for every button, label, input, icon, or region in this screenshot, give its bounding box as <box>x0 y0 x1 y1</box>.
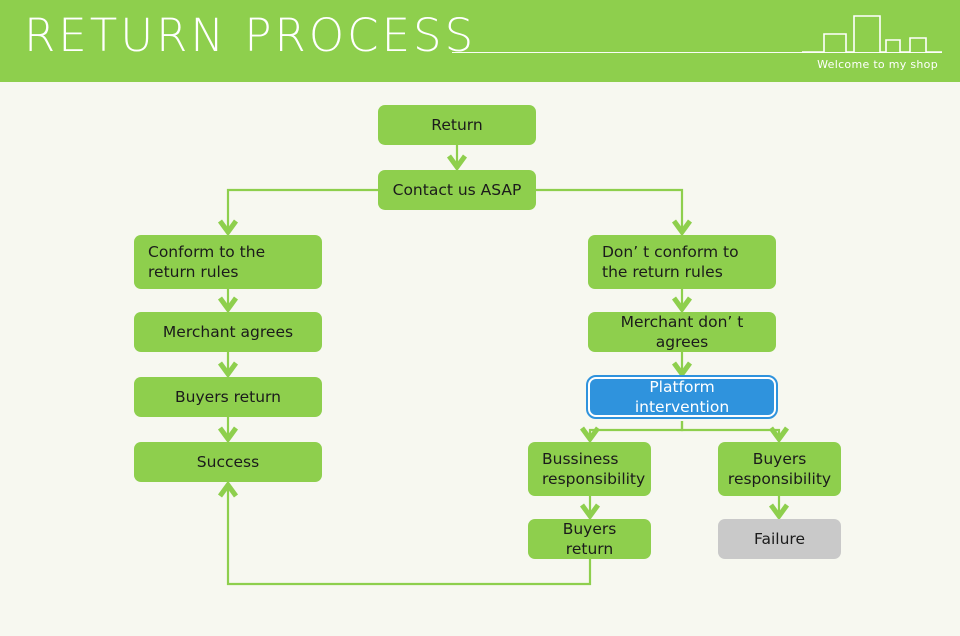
header-divider-rule <box>452 52 942 53</box>
arrowhead-loop-to-success <box>217 480 239 498</box>
arrowhead-return-to-contact <box>446 154 468 172</box>
edge-buyers-return-loop-to-success <box>226 486 592 586</box>
arrowhead-conform-to-merchant-agrees <box>217 296 239 314</box>
node-conform-to-return-rules[interactable]: Conform to the return rules <box>134 235 322 289</box>
city-skyline-icon <box>802 15 942 53</box>
page-header: RETURN PROCESS Welcome to my shop <box>0 0 960 82</box>
arrowhead-contact-to-dont-conform <box>671 219 693 237</box>
arrowhead-platform-to-business-resp <box>579 426 601 444</box>
arrowhead-dont-conform-to-merchant-dont <box>671 296 693 314</box>
node-platform-intervention[interactable]: Platform intervention <box>586 375 778 419</box>
node-buyers-return-right[interactable]: Buyers return <box>528 519 651 559</box>
edge-platform-to-buyers-resp <box>680 421 781 438</box>
edge-contact-to-dont-conform <box>536 188 684 231</box>
arrowhead-merchant-dont-to-platform <box>671 361 693 379</box>
node-contact-us-asap[interactable]: Contact us ASAP <box>378 170 536 210</box>
node-return[interactable]: Return <box>378 105 536 145</box>
flowchart-canvas: Return Contact us ASAP Conform to the re… <box>0 82 960 636</box>
node-buyers-return-left[interactable]: Buyers return <box>134 377 322 417</box>
node-dont-conform-to-return-rules[interactable]: Don’ t conform to the return rules <box>588 235 776 289</box>
edge-contact-to-conform <box>226 188 378 231</box>
flowchart-connectors <box>217 145 790 586</box>
arrowhead-platform-to-buyers-resp <box>768 426 790 444</box>
arrowhead-merchant-agrees-to-buyers-return <box>217 361 239 379</box>
edge-platform-to-business-resp <box>588 421 684 438</box>
node-bussiness-responsibility[interactable]: Bussiness responsibility <box>528 442 651 496</box>
arrowhead-buyers-return-to-success <box>217 426 239 444</box>
node-buyers-responsibility[interactable]: Buyers responsibility <box>718 442 841 496</box>
node-merchant-dont-agrees[interactable]: Merchant don’ t agrees <box>588 312 776 352</box>
header-tagline: Welcome to my shop <box>817 58 938 71</box>
arrowhead-contact-to-conform <box>217 219 239 237</box>
arrowhead-business-resp-to-buyers-return <box>579 503 601 521</box>
node-success[interactable]: Success <box>134 442 322 482</box>
page-title: RETURN PROCESS <box>24 9 477 62</box>
arrowhead-buyers-resp-to-failure <box>768 503 790 521</box>
node-merchant-agrees[interactable]: Merchant agrees <box>134 312 322 352</box>
node-failure[interactable]: Failure <box>718 519 841 559</box>
